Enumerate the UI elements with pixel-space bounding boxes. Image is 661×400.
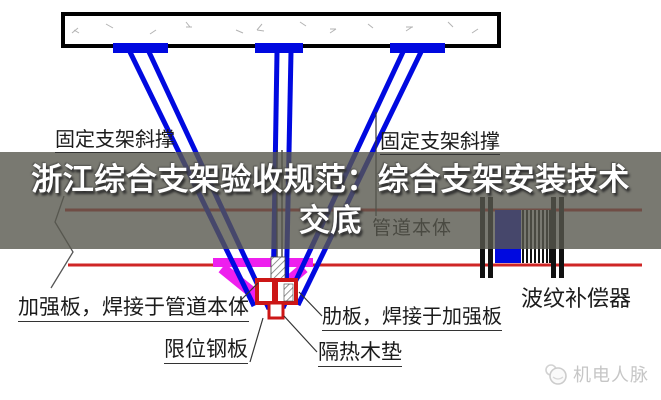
watermark-text: 机电人脉 [573, 365, 649, 385]
circle-logo-icon [545, 364, 567, 385]
article-title-line2: 交底 [299, 202, 362, 238]
clamp-assembly [255, 256, 298, 320]
reinforce-plate-label: 加强板，焊接于管道本体 [18, 295, 249, 323]
limit-plate-label: 限位钢板 [164, 337, 248, 365]
headline-overlay-band: 浙江综合支架验收规范：综合支架安装技术 交底 [0, 152, 661, 249]
insulation-pad-label: 隔热木垫 [318, 340, 402, 368]
article-title: 浙江综合支架验收规范：综合支架安装技术 交底 [31, 160, 630, 241]
ceiling-slab [61, 12, 501, 48]
article-title-line1: 浙江综合支架验收规范：综合支架安装技术 [31, 162, 630, 198]
fixed-brace-right-label: 固定支架斜撑 [380, 131, 500, 155]
rib-plate-label: 肋板，焊接于加强板 [322, 306, 502, 331]
insulation-pad-side [283, 283, 294, 302]
concrete-speckles [71, 21, 479, 35]
watermark-logo: 机电人脉 [543, 361, 649, 387]
anchor-plates [113, 43, 445, 53]
fixed-brace-left-label: 固定支架斜撑 [55, 129, 175, 153]
compensator-label: 波纹补偿器 [521, 286, 632, 311]
limit-steel-shoe [267, 301, 285, 320]
